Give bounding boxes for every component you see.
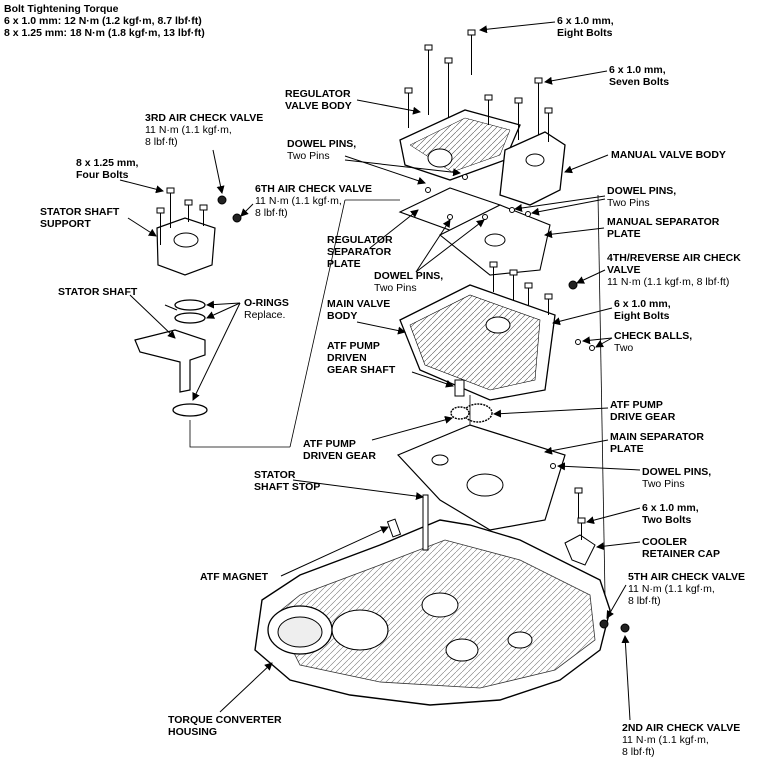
label-main-separator-plate: MAIN SEPARATOR PLATE [610, 431, 704, 455]
label-bolts-8x125-four: 8 x 1.25 mm, Four Bolts [76, 157, 139, 181]
dowel-pin [509, 207, 515, 213]
dowel-pin [482, 214, 488, 220]
dowel-pin [447, 214, 453, 220]
label-2nd-air-check-valve: 2ND AIR CHECK VALVE 11 N·m (1.1 kgf·m, 8… [622, 722, 741, 758]
callout-arrows [119, 21, 641, 721]
atf-pump-driven-gear-shaft [454, 379, 465, 397]
manual-valve-body [499, 131, 566, 206]
atf-pump-driven-gear [450, 406, 470, 420]
check-ball [589, 345, 595, 351]
label-stator-shaft-support: STATOR SHAFT SUPPORT [40, 206, 120, 230]
label-main-valve-body: MAIN VALVE BODY [327, 298, 391, 322]
label-dowel-pins-3: DOWEL PINS, Two Pins [374, 270, 444, 294]
label-o-rings: O-RINGS Replace. [244, 297, 289, 321]
label-stator-shaft: STATOR SHAFT [58, 286, 138, 298]
label-manual-valve-body: MANUAL VALVE BODY [611, 149, 726, 161]
stator-shaft-stop [422, 494, 429, 551]
label-stator-shaft-stop: STATOR SHAFT STOP [254, 469, 321, 493]
main-valve-body [399, 284, 556, 401]
bolt [509, 269, 518, 300]
extension-lines [189, 194, 606, 596]
bolt [534, 77, 543, 135]
torque-header: Bolt Tightening Torque 6 x 1.0 mm: 12 N·… [4, 3, 205, 39]
o-rings [172, 299, 208, 417]
label-dowel-pins-2: DOWEL PINS, Two Pins [607, 185, 677, 209]
label-dowel-pins-4: DOWEL PINS, Two Pins [642, 466, 712, 490]
bolt [489, 261, 498, 292]
atf-magnet [386, 518, 402, 538]
air-check-valve-4th-reverse [568, 280, 578, 290]
label-atf-pump-driven-gear: ATF PUMP DRIVEN GEAR [303, 438, 376, 462]
cooler-retainer-cap [564, 534, 596, 566]
dowel-pin [550, 463, 556, 469]
label-5th-air-check-valve: 5TH AIR CHECK VALVE 11 N·m (1.1 kgf·m, 8… [628, 571, 746, 607]
dowel-pin [525, 211, 531, 217]
bolt [424, 44, 433, 115]
label-regulator-valve-body: REGULATOR VALVE BODY [285, 88, 352, 112]
label-torque-converter-housing: TORQUE CONVERTER HOUSING [168, 714, 282, 738]
bolt [199, 204, 208, 226]
label-atf-pump-drive-gear: ATF PUMP DRIVE GEAR [610, 399, 676, 423]
label-regulator-separator-plate: REGULATOR SEPARATOR PLATE [327, 234, 393, 270]
bolt [166, 187, 175, 228]
bolt [524, 282, 533, 305]
label-bolts-6x1-two: 6 x 1.0 mm, Two Bolts [642, 502, 699, 526]
torque-header-line2: 8 x 1.25 mm: 18 N·m (1.8 kgf·m, 13 lbf·f… [4, 27, 205, 39]
air-check-valve-3rd [217, 195, 227, 205]
manual-separator-plate [438, 204, 551, 276]
dowel-pin [425, 187, 431, 193]
bolt [444, 57, 453, 118]
check-ball [575, 339, 581, 345]
regulator-valve-body [399, 109, 521, 181]
bolt [574, 487, 583, 520]
dowel-pin [462, 174, 468, 180]
label-bolts-6x1-eight-top: 6 x 1.0 mm, Eight Bolts [557, 15, 614, 39]
bolt [577, 517, 586, 540]
bolt [544, 107, 553, 142]
label-check-balls: CHECK BALLS, Two [614, 330, 693, 354]
stator-shaft-support [156, 217, 216, 276]
torque-header-title: Bolt Tightening Torque [4, 3, 119, 15]
torque-header-line1: 6 x 1.0 mm: 12 N·m (1.2 kgf·m, 8.7 lbf·f… [4, 15, 202, 27]
bolt [404, 87, 413, 128]
bolt [484, 94, 493, 125]
bolts [156, 29, 586, 540]
stator-shaft [134, 329, 206, 393]
bolt [156, 207, 165, 245]
label-cooler-retainer-cap: COOLER RETAINER CAP [642, 536, 720, 560]
bolt [184, 199, 193, 222]
label-manual-separator-plate: MANUAL SEPARATOR PLATE [607, 216, 720, 240]
bolt [544, 293, 553, 315]
label-atf-pump-driven-gear-shaft: ATF PUMP DRIVEN GEAR SHAFT [327, 340, 396, 376]
label-3rd-air-check-valve: 3RD AIR CHECK VALVE 11 N·m (1.1 kgf·m, 8… [145, 112, 264, 148]
bolt [467, 29, 476, 75]
bolt [514, 97, 523, 140]
label-6th-air-check-valve: 6TH AIR CHECK VALVE 11 N·m (1.1 kgf·m, 8… [255, 183, 373, 219]
label-dowel-pins-1: DOWEL PINS, Two Pins [287, 138, 357, 162]
label-4th-reverse-air-check-valve: 4TH/REVERSE AIR CHECK VALVE 11 N·m (1.1 … [607, 252, 741, 288]
air-check-valve-5th [599, 619, 609, 629]
label-bolts-6x1-eight-mid: 6 x 1.0 mm, Eight Bolts [614, 298, 671, 322]
air-check-valve-2nd [620, 623, 630, 633]
torque-converter-housing [254, 519, 611, 706]
label-atf-magnet: ATF MAGNET [200, 571, 269, 583]
air-check-valve-6th [232, 213, 242, 223]
label-bolts-6x1-seven: 6 x 1.0 mm, Seven Bolts [609, 64, 670, 88]
